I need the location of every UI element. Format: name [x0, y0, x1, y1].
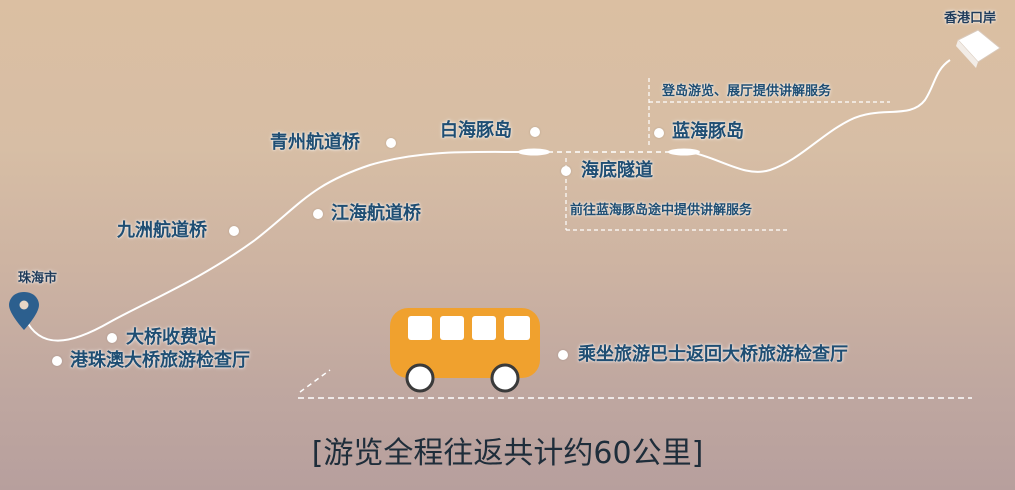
- dot-blue-dolphin-island: [654, 128, 664, 138]
- dot-qingzhou-bridge: [386, 138, 396, 148]
- blue-dolphin-island-shape: [668, 148, 700, 156]
- dot-jiuzhou-bridge: [229, 226, 239, 236]
- dot-bus-return: [558, 350, 568, 360]
- dot-undersea-tunnel: [561, 166, 571, 176]
- toll-station-label: 大桥收费站: [126, 327, 216, 348]
- blue-dolphin-island-label: 蓝海豚岛: [672, 121, 744, 142]
- blue-island-service-note: 登岛游览、展厅提供讲解服务: [662, 84, 832, 99]
- white-dolphin-island-shape: [518, 148, 550, 156]
- route-line-east: [689, 59, 951, 173]
- dot-jianghai-bridge: [313, 209, 323, 219]
- dot-checkpoint: [52, 356, 62, 366]
- map-pin-icon: [9, 292, 39, 330]
- destination-label: 香港口岸: [944, 11, 997, 26]
- origin-city-label: 珠海市: [18, 271, 58, 286]
- jianghai-bridge-label: 江海航道桥: [331, 203, 421, 224]
- checkpoint-label: 港珠澳大桥旅游检查厅: [70, 350, 250, 371]
- tunnel-service-note: 前往蓝海豚岛途中提供讲解服务: [570, 203, 753, 218]
- undersea-tunnel-label: 海底隧道: [581, 160, 653, 181]
- port-building-icon: [956, 29, 1001, 68]
- route-summary: [游览全程往返共计约60公里]: [311, 436, 704, 471]
- dot-white-dolphin-island: [530, 127, 540, 137]
- route-line: [24, 150, 540, 342]
- white-dolphin-island-label: 白海豚岛: [440, 120, 512, 141]
- bus-return-label: 乘坐旅游巴士返回大桥旅游检查厅: [578, 344, 848, 365]
- bus-return-line-slant: [299, 369, 331, 393]
- jiuzhou-bridge-label: 九洲航道桥: [117, 220, 207, 241]
- dot-toll-station: [107, 333, 117, 343]
- qingzhou-bridge-label: 青州航道桥: [270, 132, 360, 153]
- bus-icon: [390, 308, 540, 393]
